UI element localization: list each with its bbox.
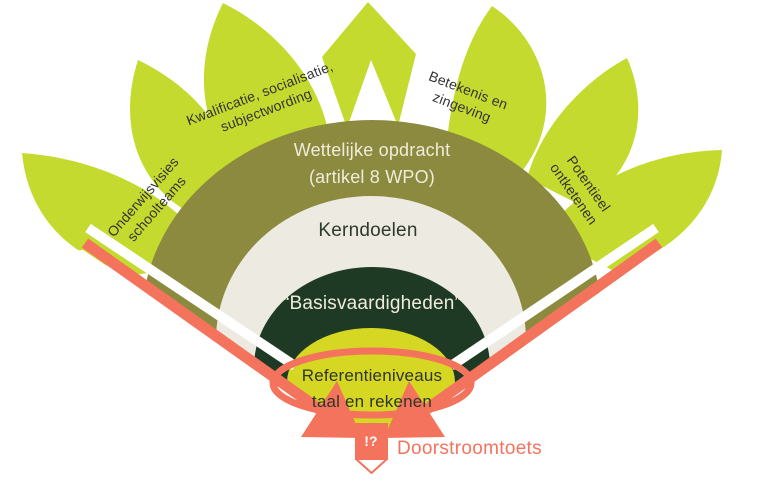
alert-badge: [355, 423, 388, 460]
white-gap-right: [448, 223, 659, 371]
white-gap-left: [85, 223, 298, 371]
arrow-shaft-right: [423, 238, 663, 414]
white-mask-group: [0, 250, 758, 484]
arrow-head-left: [301, 381, 362, 438]
arrow-head-right: [384, 381, 445, 438]
arrow-shaft-left: [81, 238, 323, 414]
petal-right-mid: [527, 58, 639, 206]
petal-left-mid: [130, 60, 238, 212]
petal-center-diamond: [322, 2, 416, 128]
petal-right-tall: [446, 6, 547, 176]
white-channel-group: [85, 223, 659, 371]
badge-group: [355, 423, 388, 474]
petal-potentieel: [542, 150, 722, 270]
white-mask-right: [388, 250, 758, 484]
arrows-group: [81, 238, 663, 438]
ribbon-chevron-icon: [355, 458, 388, 474]
white-mask-left: [0, 250, 358, 484]
